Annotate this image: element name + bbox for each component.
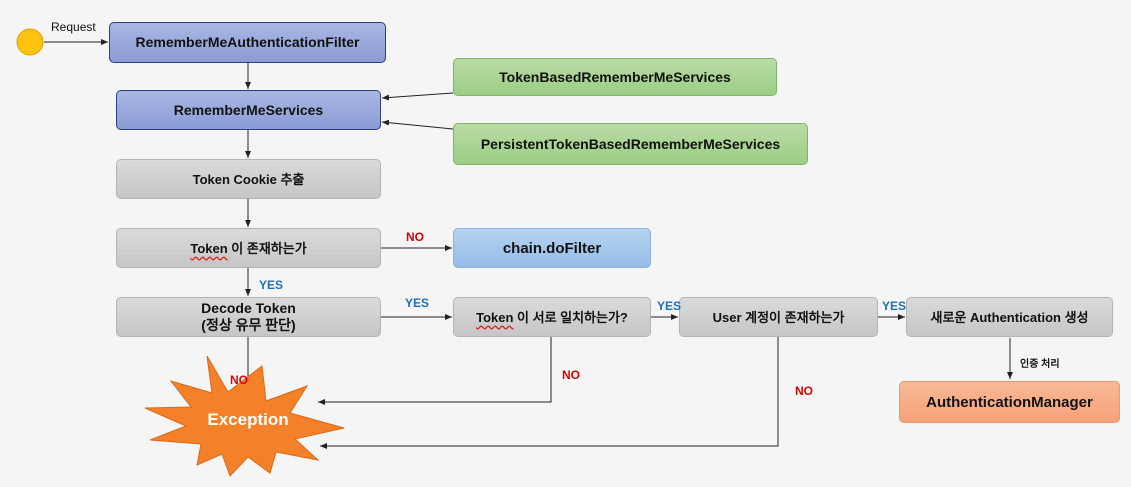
no-label-decode: NO xyxy=(230,373,248,387)
token-exists-text: 이 존재하는가 xyxy=(227,240,307,256)
decode-token-box: Decode Token (정상 유무 판단) xyxy=(116,297,381,337)
arrow-persistent-to-services xyxy=(381,119,454,130)
decode-token-title: Decode Token xyxy=(201,300,296,316)
persistent-token-based-remember-me-services-box: PersistentTokenBasedRememberMeServices xyxy=(453,123,808,165)
yes-label-decode: YES xyxy=(405,296,430,310)
new-authentication-box: 새로운 Authentication 생성 xyxy=(906,297,1113,337)
user-exists-box: User 계정이 존재하는가 xyxy=(679,297,878,337)
no-label-match: NO xyxy=(562,368,580,382)
remember-me-services-box: RememberMeServices xyxy=(116,90,381,130)
decode-token-subtitle: (정상 유무 판단) xyxy=(201,317,296,333)
token-based-remember-me-services-box: TokenBasedRememberMeServices xyxy=(453,58,777,96)
token-match-text: 이 서로 일치하는가? xyxy=(513,309,628,325)
arrow-user-no-to-exception xyxy=(320,337,779,449)
exception-burst xyxy=(144,355,345,477)
yes-label-match: YES xyxy=(657,299,682,313)
exception-label: Exception xyxy=(207,410,289,429)
token-cookie-extract-box: Token Cookie 추출 xyxy=(116,159,381,199)
token-match-keyword: Token xyxy=(476,309,514,325)
yes-label-exists: YES xyxy=(259,278,284,292)
authentication-manager-box: AuthenticationManager xyxy=(899,381,1120,423)
start-node xyxy=(16,28,44,56)
auth-process-label: 인증 처리 xyxy=(1020,359,1060,370)
token-exists-box: Token 이 존재하는가 xyxy=(116,228,381,268)
remember-me-authentication-filter-box: RememberMeAuthenticationFilter xyxy=(109,22,386,63)
chain-do-filter-box: chain.doFilter xyxy=(453,228,651,268)
arrow-match-no-to-exception xyxy=(318,337,552,405)
no-label-exists: NO xyxy=(406,230,424,244)
request-label: Request xyxy=(51,20,96,34)
token-match-box: Token 이 서로 일치하는가? xyxy=(453,297,651,337)
no-label-user: NO xyxy=(795,384,813,398)
token-exists-keyword: Token xyxy=(190,240,228,256)
yes-label-user: YES xyxy=(882,299,907,313)
arrow-tokenbased-to-services xyxy=(381,92,454,101)
